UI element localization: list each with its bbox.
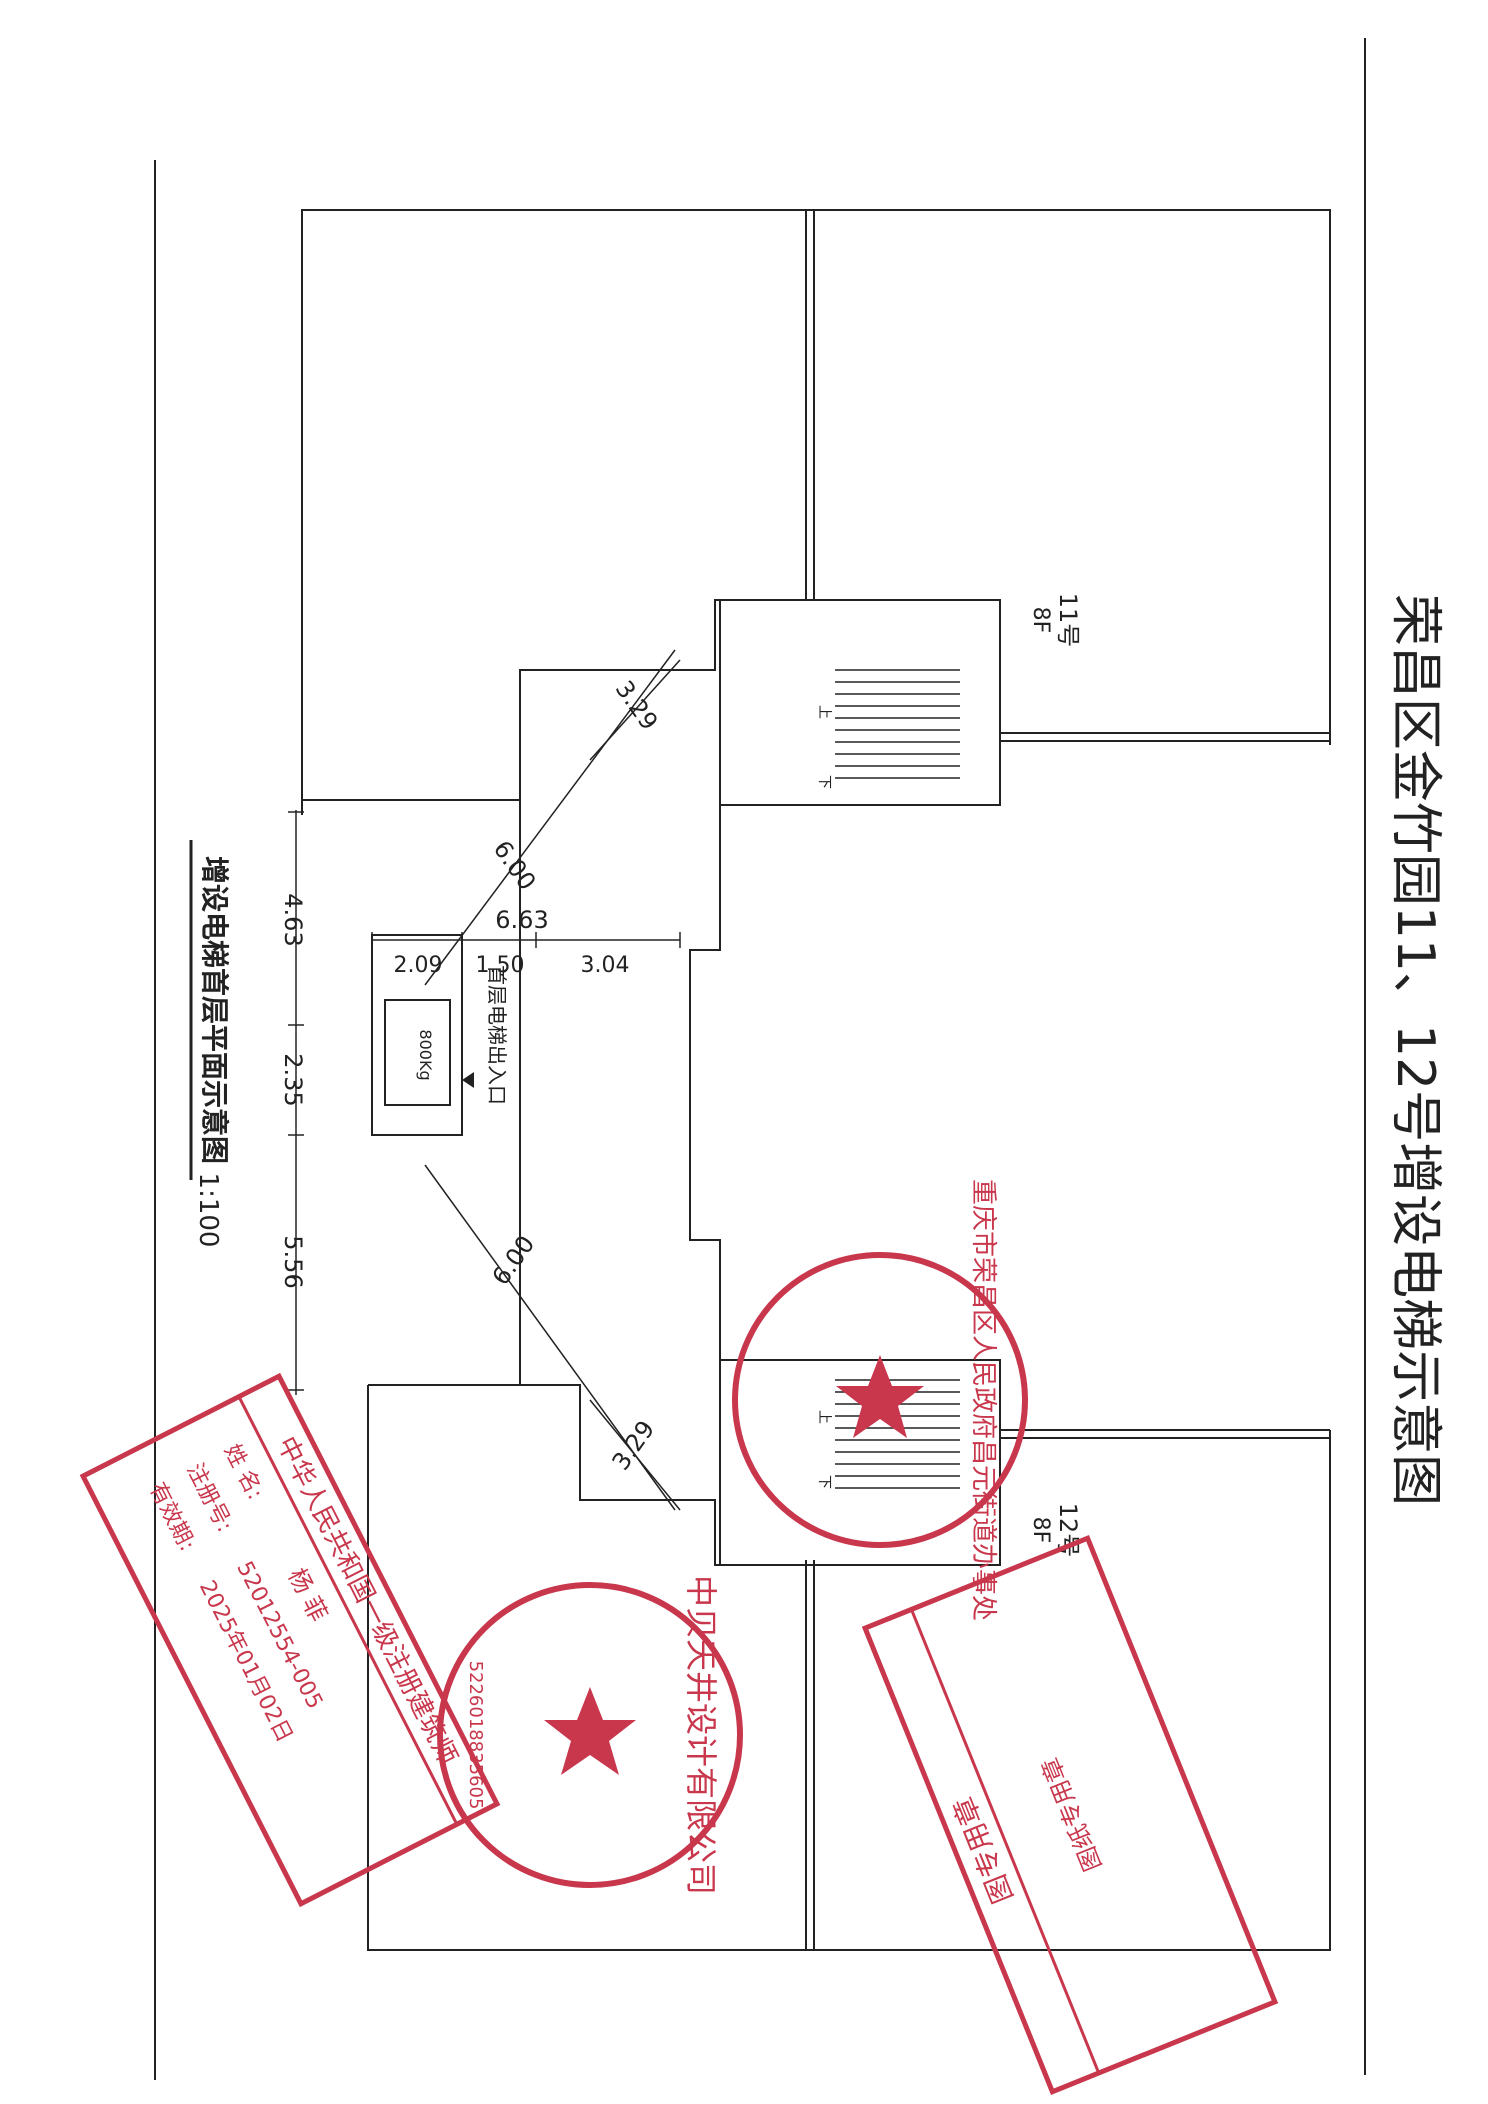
drawing-title: 荣昌区金竹园11、12号增设电梯示意图 bbox=[1385, 594, 1445, 1506]
dim-width-part-1: 2.09 bbox=[394, 953, 443, 978]
building-11-floors: 8F bbox=[1028, 607, 1053, 634]
stair-up-mark-12: 上 bbox=[816, 1410, 832, 1424]
elevator-capacity: 800Kg bbox=[416, 1029, 435, 1080]
government-stamp: 重庆市荣昌区人民政府昌元街道办事处 bbox=[732, 1179, 1028, 1621]
architect-stamp: 中华人民共和国一级注册建筑师 姓 名: 杨 菲 注册号: 52012554-00… bbox=[79, 1372, 501, 1908]
dim-width-part-3: 3.04 bbox=[581, 953, 630, 978]
company-stamp: 中贝天井设计有限公司 5226018835605 bbox=[437, 1575, 743, 1895]
architect-name: 杨 菲 bbox=[282, 1564, 332, 1626]
drawing-seal-text: 图纸专用章 bbox=[1036, 1753, 1107, 1875]
dim-width-total: 6.63 bbox=[495, 906, 548, 934]
elevator-entry-arrow-icon bbox=[462, 1072, 474, 1088]
stair-treads bbox=[835, 669, 960, 1489]
drawing-seal: 图专用章 图纸专用章 bbox=[861, 1534, 1279, 2096]
company-stamp-star-icon bbox=[544, 1687, 636, 1775]
scale-label: 1:100 bbox=[193, 1173, 223, 1248]
stair-down-mark-12: 下 bbox=[816, 1475, 832, 1489]
dim-left-3: 5.56 bbox=[279, 1235, 307, 1288]
government-stamp-name: 重庆市荣昌区人民政府昌元街道办事处 bbox=[968, 1179, 998, 1621]
left-dimension-chain bbox=[288, 810, 304, 1395]
stair-up-mark-11: 上 bbox=[816, 705, 832, 719]
government-stamp-star-icon bbox=[836, 1355, 924, 1438]
building-outlines bbox=[301, 209, 1331, 1951]
company-stamp-name: 中贝天井设计有限公司 bbox=[682, 1575, 720, 1895]
elevator-exit-label: 首层电梯出入口 bbox=[485, 965, 509, 1105]
width-dimension-chain bbox=[371, 932, 681, 948]
dim-left-2: 2.35 bbox=[279, 1053, 307, 1106]
diagonal-dimension-lines bbox=[424, 649, 681, 1511]
stair-down-mark-11: 下 bbox=[816, 775, 832, 789]
dim-link-lower: 3.29 bbox=[607, 1415, 661, 1475]
dim-left-1: 4.63 bbox=[279, 893, 307, 946]
drawing-subtitle: 增设电梯首层平面示意图 bbox=[198, 856, 231, 1164]
dim-width-part-2: 1.50 bbox=[476, 953, 525, 978]
company-stamp-code: 5226018835605 bbox=[465, 1661, 486, 1810]
dim-corridor-upper: 6.00 bbox=[488, 835, 542, 895]
building-11-number: 11号 bbox=[1054, 593, 1082, 648]
architect-name-label: 姓 名: bbox=[219, 1440, 268, 1503]
building-12-floors: 8F bbox=[1028, 1517, 1053, 1544]
sheet-border bbox=[154, 38, 1366, 2080]
